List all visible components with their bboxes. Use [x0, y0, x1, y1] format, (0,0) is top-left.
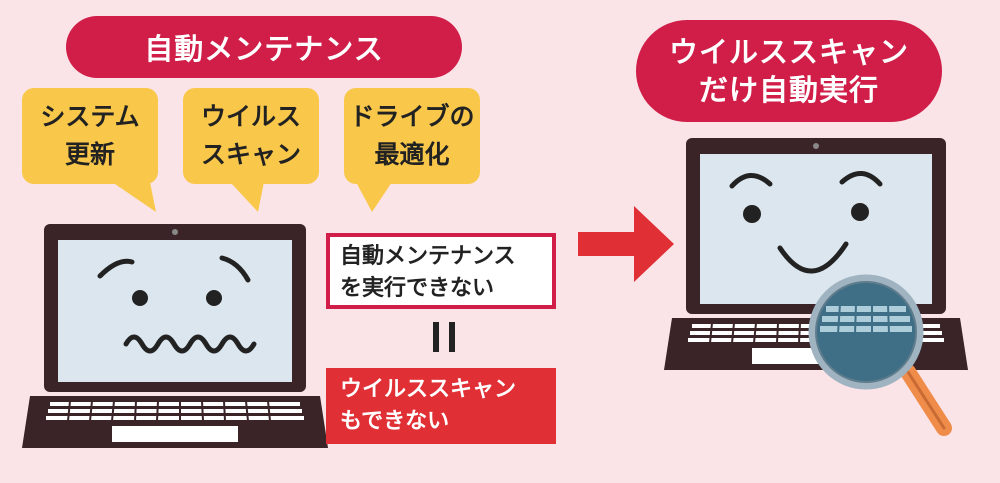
bubble-tail-3 [356, 182, 392, 212]
equals-icon [433, 322, 455, 352]
happy-eye-right [851, 203, 869, 221]
right-header-line2: だけ自動実行 [698, 73, 879, 107]
happy-eye-left [743, 205, 761, 223]
auto-maintenance-header: 自動メンテナンス [66, 16, 462, 78]
notice-line2: を実行できない [340, 276, 495, 301]
auto-maintenance-header-label: 自動メンテナンス [144, 32, 384, 66]
bubble-3-line2: 最適化 [374, 140, 450, 169]
bubble-virus-scan: ウイルス スキャン [183, 88, 319, 184]
happy-face-icon [729, 171, 883, 274]
bubble-tail-2 [230, 182, 264, 212]
cannot-virus-scan-box: ウイルススキャン もできない [326, 368, 556, 444]
sad-face-icon [97, 255, 257, 354]
sad-laptop-screen [58, 240, 292, 382]
right-header-line1: ウイルススキャン [668, 35, 909, 69]
bubble-1-line2: 更新 [64, 140, 115, 169]
bubble-3-line1: ドライブの [349, 102, 475, 131]
bubble-2-line2: スキャン [200, 140, 301, 169]
result-line1: ウイルススキャン [340, 377, 517, 402]
cannot-run-maintenance-box: 自動メンテナンス を実行できない [326, 233, 556, 309]
result-line2: もできない [340, 409, 450, 434]
sad-laptop-keyboard [46, 402, 304, 420]
sad-eye-right [206, 290, 222, 306]
happy-laptop-screen [700, 154, 932, 304]
bubble-2-line1: ウイルス [200, 102, 301, 131]
arrow-right-icon [578, 206, 674, 282]
sad-eye-left [132, 290, 148, 306]
bubble-tail-1 [112, 182, 156, 212]
sad-laptop-icon [22, 224, 328, 448]
bubble-drive-optimize: ドライブの 最適化 [344, 88, 480, 184]
virus-scan-only-header: ウイルススキャン だけ自動実行 [636, 20, 942, 122]
sad-laptop-key-dividers [67, 400, 271, 422]
magnifier-icon [808, 274, 952, 436]
bubble-system-update: システム 更新 [22, 88, 158, 184]
bubble-1-line1: システム [40, 102, 140, 131]
notice-line1: 自動メンテナンス [340, 244, 516, 269]
